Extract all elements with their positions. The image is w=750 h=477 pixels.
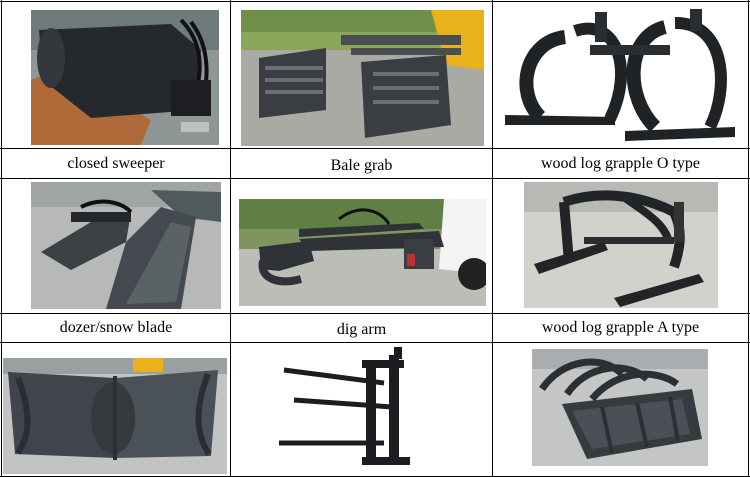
wood-log-grapple-o-photo (505, 7, 737, 146)
caption-closed-sweeper: closed sweeper (67, 155, 165, 172)
caption-bale-grab: Bale grab (330, 157, 393, 174)
caption-dozer-snow-blade: dozer/snow blade (59, 319, 173, 336)
closed-sweeper-photo (31, 10, 219, 145)
caption-wood-log-grapple-a: wood log grapple A type (541, 319, 700, 336)
grapple-bucket-photo (532, 349, 708, 466)
bucket-blade-photo (3, 358, 227, 474)
dozer-snow-blade-photo (31, 182, 221, 309)
wood-log-grapple-a-photo (524, 182, 718, 308)
pallet-fork-photo (274, 345, 426, 475)
caption-wood-log-grapple-o: wood log grapple O type (540, 155, 701, 172)
bale-grab-photo (241, 10, 484, 146)
caption-dig-arm: dig arm (336, 321, 387, 338)
dig-arm-photo (239, 199, 486, 306)
